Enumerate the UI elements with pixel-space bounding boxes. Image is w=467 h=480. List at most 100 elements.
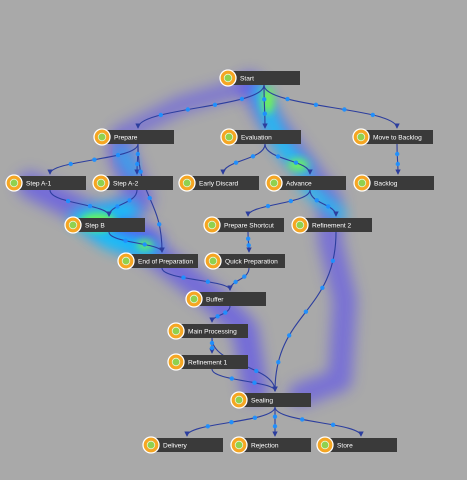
flow-token bbox=[233, 279, 238, 285]
node-step-a2[interactable]: Step A-2 bbox=[92, 174, 173, 192]
node-box bbox=[126, 254, 198, 268]
process-step-icon bbox=[203, 216, 221, 234]
node-label: Backlog bbox=[374, 180, 398, 187]
flow-token bbox=[254, 368, 259, 374]
process-step-icon bbox=[220, 128, 238, 146]
flow-token bbox=[65, 198, 71, 204]
process-step-icon bbox=[353, 174, 371, 192]
flow-token bbox=[185, 107, 190, 112]
node-backlog-move[interactable]: Move to Backlog bbox=[352, 128, 433, 146]
node-box bbox=[361, 130, 433, 144]
node-refinement1[interactable]: Refinement 1 bbox=[167, 353, 248, 371]
flow-token bbox=[135, 151, 140, 157]
node-buffer[interactable]: Buffer bbox=[185, 290, 266, 308]
flow-token bbox=[158, 112, 163, 118]
flow-token bbox=[330, 258, 336, 263]
flow-token bbox=[242, 274, 247, 279]
edge-refinement1-to-sealing[interactable] bbox=[211, 368, 278, 392]
flow-token bbox=[262, 97, 267, 102]
flow-token bbox=[138, 169, 143, 174]
node-box bbox=[325, 438, 397, 452]
node-end-prep[interactable]: End of Preparation bbox=[117, 252, 198, 270]
node-label: Main Processing bbox=[188, 328, 237, 335]
edge-evaluation-to-advance[interactable] bbox=[264, 143, 313, 175]
node-step-b[interactable]: Step B bbox=[64, 216, 145, 234]
process-step-icon bbox=[117, 252, 135, 270]
flow-token bbox=[209, 340, 215, 346]
edge-start-to-backlog_move[interactable] bbox=[263, 84, 400, 129]
node-label: Quick Preparation bbox=[225, 258, 278, 265]
node-main-processing[interactable]: Main Processing bbox=[167, 322, 248, 340]
node-early-discard[interactable]: Early Discard bbox=[178, 174, 259, 192]
flow-token bbox=[313, 102, 319, 108]
edge-step_a2-to-step_b[interactable] bbox=[106, 189, 138, 217]
flow-token bbox=[265, 203, 271, 209]
node-label: Buffer bbox=[206, 296, 224, 303]
edge-evaluation-to-early_discard[interactable] bbox=[220, 143, 266, 175]
flow-token bbox=[395, 161, 400, 167]
edge-prepare_shortcut-to-quick_prep[interactable] bbox=[246, 231, 252, 253]
flow-token bbox=[275, 154, 281, 159]
node-box bbox=[228, 71, 300, 85]
flow-token bbox=[205, 424, 210, 429]
node-delivery[interactable]: Delivery bbox=[142, 436, 223, 454]
process-step-icon bbox=[167, 322, 185, 340]
edge-advance-to-refinement2[interactable] bbox=[309, 189, 339, 217]
node-quick-prep[interactable]: Quick Preparation bbox=[204, 252, 285, 270]
node-step-a1[interactable]: Step A-1 bbox=[5, 174, 86, 192]
flow-token bbox=[87, 203, 93, 209]
node-box bbox=[212, 218, 284, 232]
flow-token bbox=[181, 275, 186, 280]
node-box bbox=[213, 254, 285, 268]
node-box bbox=[151, 438, 223, 452]
process-step-icon bbox=[92, 174, 110, 192]
node-box bbox=[300, 218, 372, 232]
flow-token bbox=[288, 198, 293, 204]
node-box bbox=[73, 218, 145, 232]
node-backlog[interactable]: Backlog bbox=[353, 174, 434, 192]
flow-token bbox=[330, 422, 336, 427]
process-step-icon bbox=[219, 69, 237, 87]
node-prepare-shortcut[interactable]: Prepare Shortcut bbox=[203, 216, 284, 234]
node-box bbox=[194, 292, 266, 306]
edge-quick_prep-to-buffer[interactable] bbox=[227, 267, 250, 291]
edge-buffer-to-main_processing[interactable] bbox=[209, 305, 231, 323]
edge-start-to-prepare[interactable] bbox=[135, 84, 265, 129]
process-step-icon bbox=[167, 353, 185, 371]
flow-token bbox=[314, 198, 319, 203]
edge-step_b-to-end_prep[interactable] bbox=[108, 231, 165, 253]
flow-token bbox=[252, 380, 257, 385]
node-label: Sealing bbox=[251, 397, 273, 404]
node-rejection[interactable]: Rejection bbox=[230, 436, 311, 454]
edge-advance-to-prepare_shortcut[interactable] bbox=[245, 189, 311, 217]
process-step-icon bbox=[93, 128, 111, 146]
node-sealing[interactable]: Sealing bbox=[230, 391, 311, 409]
flow-token bbox=[320, 285, 325, 290]
node-label: Early Discard bbox=[199, 180, 239, 187]
flow-token bbox=[135, 161, 140, 167]
flow-token bbox=[157, 222, 162, 227]
node-refinement2[interactable]: Refinement 2 bbox=[291, 216, 372, 234]
node-box bbox=[239, 438, 311, 452]
process-step-icon bbox=[352, 128, 370, 146]
edge-sealing-to-store[interactable] bbox=[274, 406, 364, 437]
edge-backlog_move-to-backlog[interactable] bbox=[395, 143, 401, 175]
process-step-icon bbox=[291, 216, 309, 234]
node-box bbox=[14, 176, 86, 190]
node-label: Step A-2 bbox=[113, 180, 139, 187]
flow-token bbox=[229, 376, 234, 381]
node-advance[interactable]: Advance bbox=[265, 174, 346, 192]
flow-token bbox=[115, 152, 121, 158]
flow-token bbox=[287, 333, 292, 338]
node-evaluation[interactable]: Evaluation bbox=[220, 128, 301, 146]
edge-start-to-evaluation[interactable] bbox=[262, 84, 268, 129]
process-step-icon bbox=[5, 174, 23, 192]
node-label: End of Preparation bbox=[138, 258, 193, 265]
node-prepare[interactable]: Prepare bbox=[93, 128, 174, 146]
node-label: Delivery bbox=[163, 442, 188, 449]
node-store[interactable]: Store bbox=[316, 436, 397, 454]
node-start[interactable]: Start bbox=[219, 69, 300, 87]
